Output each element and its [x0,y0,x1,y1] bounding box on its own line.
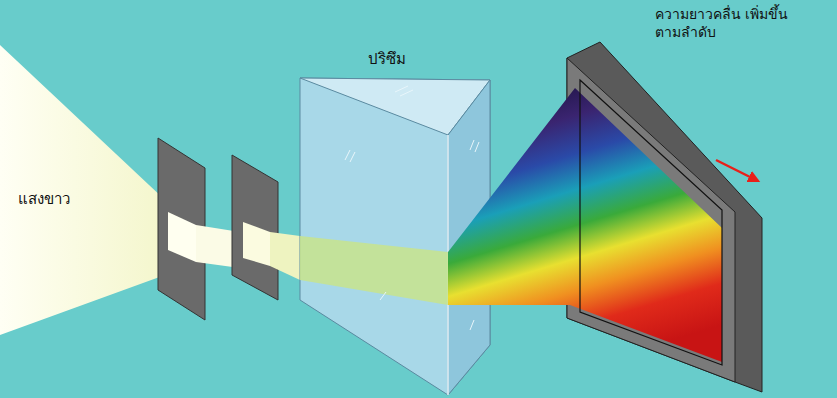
slit [168,212,196,262]
wavelength-note: ความยาวคลื่น เพิ่มขึ้นตามลำดับ [655,6,805,41]
screen-frame [580,80,722,365]
direction-arrow [716,160,758,181]
refracted-beam [300,236,448,305]
prism-label: ปริซึม [368,50,458,69]
light-beam [270,232,300,280]
slit [243,222,270,266]
spectrum [448,88,722,362]
white-light [0,45,165,335]
light-label: แสงขาว [18,190,108,209]
slit-screen [232,155,278,300]
